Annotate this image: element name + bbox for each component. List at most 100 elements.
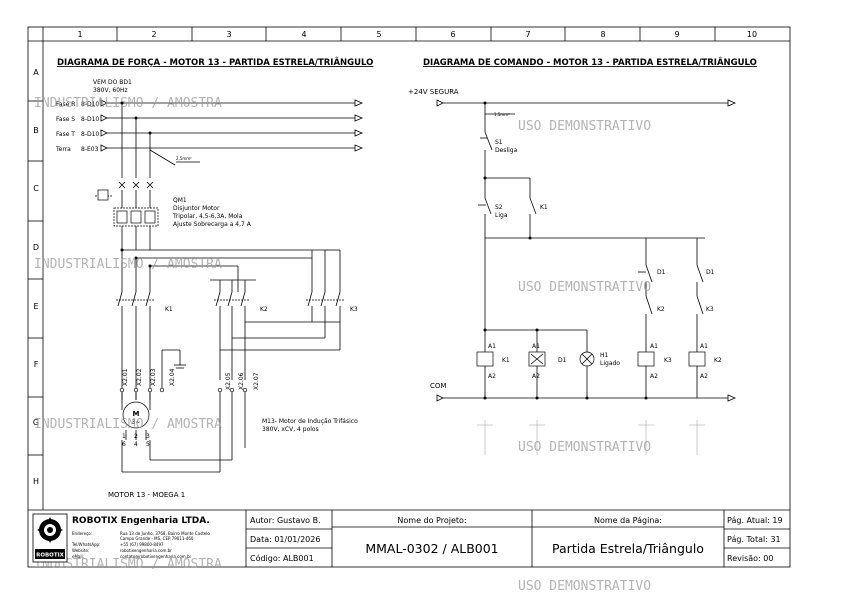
coil-k3 — [637, 351, 655, 398]
website-link[interactable]: robotixengenharia.com.br — [120, 548, 172, 553]
phone-label: Tel/WhatsApp: — [71, 542, 100, 547]
watermark: INDUSTRIALISMO / AMOSTRA — [34, 417, 222, 432]
watermark: USO DEMONSTRATIVO — [518, 579, 651, 594]
breaker-desc-2: Tripolar, 4,5-6,3A, Mola — [172, 213, 243, 220]
author-field: Autor: Gustavo B. — [250, 516, 321, 525]
coil-k2 — [688, 351, 706, 398]
grid-col-label: 4 — [301, 30, 306, 39]
revision: Revisão: 00 — [727, 554, 773, 563]
grid-col-label: 2 — [151, 30, 156, 39]
control-common-label: COM — [430, 382, 446, 390]
power-distribution-wiring — [120, 248, 341, 292]
terminal-label: X2.05 — [225, 372, 232, 390]
s2-label: Liga — [495, 212, 508, 219]
code-field: Código: ALB001 — [250, 553, 314, 563]
grid-row-label: B — [33, 126, 39, 135]
coil-tag: D1 — [558, 357, 567, 364]
grid-column-dividers — [116, 27, 716, 41]
lamp-tag: H1 — [600, 352, 609, 359]
contactor-k2 — [210, 279, 256, 380]
interlock-label: K2 — [657, 306, 665, 313]
grid-row-label: F — [34, 360, 39, 369]
project-name: MMAL-0302 / ALB001 — [365, 541, 498, 556]
page-total: Pág. Total: 31 — [727, 535, 781, 544]
lamp-h1 — [579, 351, 595, 398]
phase-ref: 8-D10 — [81, 131, 99, 138]
address-label: Endereço: — [72, 531, 92, 536]
control-supply-rail — [436, 99, 737, 107]
timer-contacts — [638, 238, 704, 352]
control-cable-size: 1,5mm² — [494, 112, 510, 117]
terminal-label: X2.04 — [169, 368, 176, 386]
coil-k1 — [476, 351, 494, 398]
watermark: USO DEMONSTRATIVO — [518, 280, 651, 295]
coil-rungs — [483, 238, 588, 352]
sheet-frame — [27, 26, 791, 568]
terminal-strip-x2 — [119, 330, 248, 400]
breaker-tag: QM1 — [173, 197, 187, 204]
terminal-label: X2.07 — [253, 372, 260, 390]
motor-m13 — [121, 392, 246, 473]
contactor-label: K2 — [260, 306, 268, 313]
contactor-k1 — [116, 250, 154, 330]
power-source-spec: 380V, 60Hz — [93, 87, 128, 94]
s1-label: Desliga — [495, 147, 518, 154]
motor-wire-number: 2 — [134, 433, 138, 440]
interlock-label: K3 — [706, 306, 714, 313]
coil-terminal: A1 — [532, 343, 540, 350]
grid-col-label: 8 — [600, 30, 605, 39]
grid-row-label: G — [33, 418, 39, 427]
grid-row-dividers — [28, 100, 43, 456]
motor-desc-1: M13- Motor de Indução Trifásico — [262, 418, 358, 425]
motor-desc-2: 380V, xCV, 4 polos — [262, 426, 319, 433]
address-line: Campo Grande - MS, CEP 79011-460 — [120, 536, 194, 541]
d1-contact-label: D1 — [657, 269, 666, 276]
breaker-qm1 — [95, 103, 159, 250]
phone-value: +55 (67) 99800-8497 — [120, 542, 164, 547]
phase-name: Fase S — [56, 116, 75, 123]
coil-terminal: A1 — [488, 343, 496, 350]
terminal-label: X2.01 — [122, 368, 129, 386]
coil-tag: K3 — [664, 357, 672, 364]
email-label: eMail: — [72, 554, 84, 559]
d1-contact-label: D1 — [706, 269, 715, 276]
motor-wire-number: 4 — [134, 441, 138, 448]
coil-terminal: A2 — [700, 373, 708, 380]
motor-wire-number: 3 — [146, 433, 150, 440]
coil-terminal: A1 — [650, 343, 658, 350]
email-link[interactable]: contato@robotixengenharia.com.br — [120, 554, 191, 559]
address-line: Rua 13 de Junho, 3768, Bairro Monte Cast… — [120, 531, 210, 536]
project-label: Nome do Projeto: — [397, 516, 466, 525]
breaker-desc-3: Ajuste Sobrecarga a 4,7 A — [173, 221, 252, 228]
grid-row-label: E — [33, 302, 38, 311]
coil-terminal: A2 — [650, 373, 658, 380]
contact-reference-tables — [477, 420, 705, 455]
phase-ref: 8-D10 — [81, 101, 99, 108]
grid-column-labels: 1 2 3 4 5 6 7 8 9 10 — [77, 30, 757, 39]
company-logo — [32, 513, 68, 563]
coil-tag: K1 — [502, 357, 510, 364]
watermark: INDUSTRIALISMO / AMOSTRA — [34, 96, 222, 111]
power-cable-size: 2,5mm² — [176, 156, 192, 161]
page-name-label: Nome da Página: — [594, 516, 662, 525]
watermark: USO DEMONSTRATIVO — [518, 440, 651, 455]
grid-row-label: D — [33, 243, 39, 252]
coil-tag: K2 — [714, 357, 722, 364]
control-supply-label: +24V SEGURA — [408, 88, 459, 96]
phase-labels: Fase R 8-D10 Fase S 8-D10 Fase T 8-D10 T… — [55, 101, 99, 153]
contactor-label: K1 — [165, 306, 173, 313]
company-name: ROBOTIX Engenharia LTDA. — [72, 516, 210, 526]
motor-wire-number: 6 — [122, 441, 126, 448]
power-caption: MOTOR 13 - MOEGA 1 — [108, 491, 185, 499]
motor-wire-number: 5 — [146, 441, 150, 448]
contactor-label: K3 — [350, 306, 358, 313]
date-field: Data: 01/01/2026 — [250, 535, 320, 544]
grid-col-label: 5 — [376, 30, 381, 39]
phase-name: Fase R — [56, 101, 75, 108]
grid-col-label: 7 — [525, 30, 530, 39]
logo-text: ROBOTIX — [36, 553, 65, 559]
s1-tag: S1 — [495, 139, 503, 146]
grid-col-label: 9 — [674, 30, 679, 39]
website-label: Website: — [72, 548, 89, 553]
